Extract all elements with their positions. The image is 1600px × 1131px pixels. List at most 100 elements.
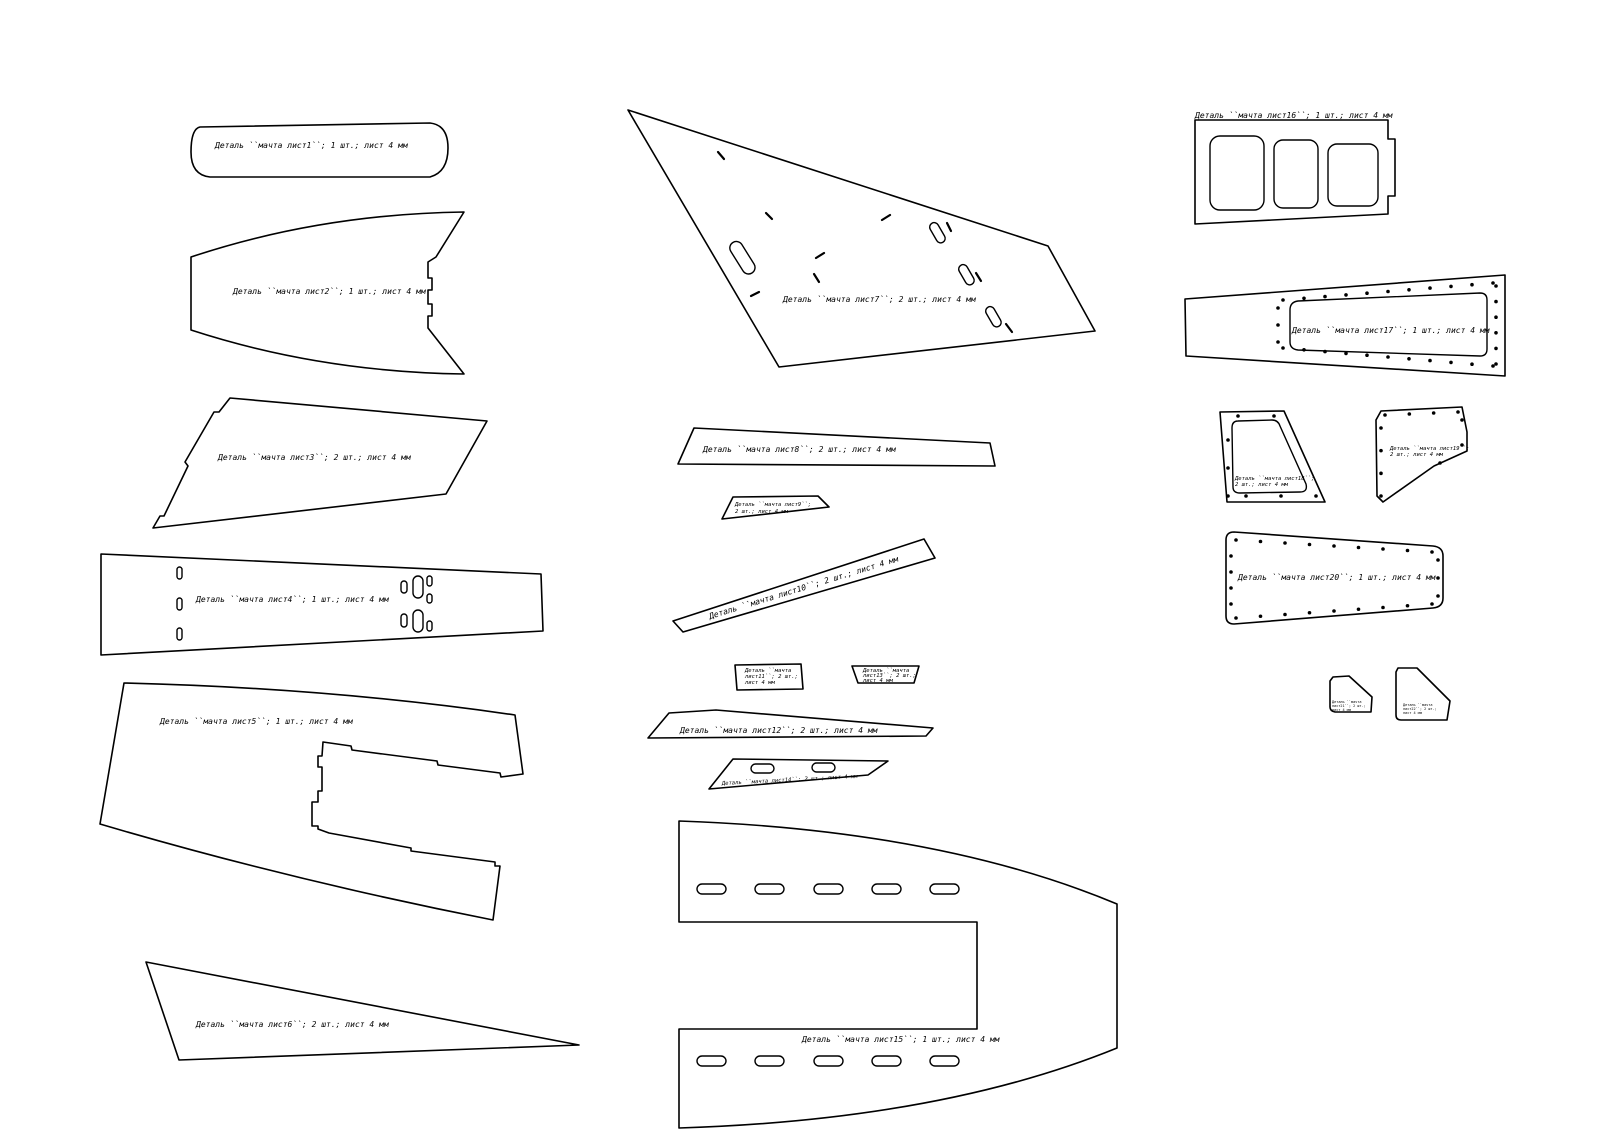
part-list22-label-2: лист22``; 2 шт.;: [1403, 707, 1437, 711]
part-list4: Деталь ``мачта лист4``; 1 шт.; лист 4 мм: [100, 553, 544, 656]
bolt-hole: [1344, 293, 1348, 297]
bolt-hole: [1356, 607, 1361, 612]
part-list5-label: Деталь ``мачта лист5``; 1 шт.; лист 4 мм: [159, 716, 354, 726]
bolt-hole: [1314, 494, 1318, 498]
bolt-hole: [1407, 357, 1411, 361]
bolt-hole: [1226, 466, 1230, 470]
part-list21-label-1: Деталь ``мачта: [1332, 700, 1362, 704]
part-list14-label: Деталь ``мачта лист14``; 2 шт.; лист 4 м…: [721, 774, 859, 787]
bolt-hole: [1379, 471, 1383, 476]
bolt-hole: [1281, 346, 1285, 350]
bolt-hole: [1379, 448, 1383, 453]
bolt-hole: [1279, 494, 1283, 498]
part-list21: Деталь ``мачта лист21``; 2 шт.; лист 4 м…: [1329, 675, 1373, 713]
bolt-hole: [1456, 410, 1460, 414]
bolt-hole: [1494, 315, 1498, 320]
part-list16: Деталь ``мачта лист16``; 1 шт.; лист 4 м…: [1194, 110, 1396, 225]
part-list6-label: Деталь ``мачта лист6``; 2 шт.; лист 4 мм: [195, 1019, 390, 1029]
bolt-hole: [1302, 296, 1306, 301]
part-list16-label: Деталь ``мачта лист16``; 1 шт.; лист 4 м…: [1194, 110, 1394, 120]
part-list10: Деталь ``мачта лист10``; 2 шт.; лист 4 м…: [672, 538, 936, 633]
bolt-hole: [1494, 284, 1498, 288]
part-list21-label-2: лист21``; 2 шт.;: [1332, 704, 1366, 708]
part-list19: Деталь ``мачта лист19``; 2 шт.; лист 4 м…: [1375, 406, 1469, 503]
part-list9-label-1: Деталь ``мачта лист9``;: [734, 502, 811, 508]
bolt-hole: [1491, 281, 1495, 285]
part-list3-label: Деталь ``мачта лист3``; 2 шт.; лист 4 мм: [217, 452, 412, 462]
bolt-hole: [1381, 547, 1385, 551]
bolt-hole: [1332, 544, 1336, 548]
bolt-hole: [1494, 346, 1498, 351]
part-list3: Деталь ``мачта лист3``; 2 шт.; лист 4 мм: [152, 397, 488, 529]
part-list6: Деталь ``мачта лист6``; 2 шт.; лист 4 мм: [145, 961, 580, 1061]
bolt-hole: [1323, 349, 1327, 354]
bolt-hole: [1258, 539, 1263, 544]
part-list1-label: Деталь ``мачта лист1``; 1 шт.; лист 4 мм: [214, 140, 409, 150]
bolt-hole: [1365, 291, 1369, 296]
part-list21-label-3: лист 4 мм: [1332, 708, 1352, 712]
part-list13-label-3: лист 4 мм: [862, 678, 893, 684]
part-list12: Деталь ``мачта лист12``; 2 шт.; лист 4 м…: [647, 709, 934, 739]
bolt-hole: [1449, 284, 1453, 289]
bolt-hole: [1494, 299, 1498, 304]
part-list19-label-1: Деталь ``мачта лист19``;: [1389, 446, 1469, 452]
bolt-hole: [1407, 288, 1411, 292]
part-list2: Деталь ``мачта лист2``; 1 шт.; лист 4 мм: [190, 211, 465, 375]
part-list17: Деталь ``мачта лист17``; 1 шт.; лист 4 м…: [1184, 274, 1506, 377]
bolt-hole: [1491, 364, 1495, 368]
part-list11: Деталь ``мачта лист11``; 2 шт.; лист 4 м…: [734, 663, 804, 691]
part-list2-label: Деталь ``мачта лист2``; 1 шт.; лист 4 мм: [232, 286, 427, 296]
part-list7-label: Деталь ``мачта лист7``; 2 шт.; лист 4 мм: [782, 294, 977, 304]
bolt-hole: [1470, 362, 1474, 367]
part-list15-label: Деталь ``мачта лист15``; 1 шт.; лист 4 м…: [801, 1034, 1001, 1044]
bolt-hole: [1379, 494, 1383, 498]
bolt-hole: [1449, 360, 1453, 365]
bolt-hole: [1436, 558, 1440, 562]
bolt-hole: [1283, 541, 1287, 545]
part-list20-label: Деталь ``мачта лист20``; 1 шт.; лист 4 м…: [1237, 572, 1437, 582]
bolt-hole: [1428, 358, 1432, 363]
bolt-hole: [1234, 538, 1238, 542]
bolt-hole: [1386, 355, 1390, 359]
bolt-hole: [1276, 306, 1280, 310]
bolt-hole: [1428, 286, 1432, 290]
bolt-hole: [1438, 461, 1442, 465]
bolt-hole: [1272, 414, 1276, 418]
part-list12-label: Деталь ``мачта лист12``; 2 шт.; лист 4 м…: [679, 725, 879, 735]
part-list11-label-1: Деталь ``мачта: [744, 668, 791, 674]
bolt-hole: [1234, 616, 1238, 620]
bolt-hole: [1430, 550, 1434, 554]
bolt-hole: [1405, 603, 1410, 608]
bolt-hole: [1460, 443, 1464, 447]
part-list17-label: Деталь ``мачта лист17``; 1 шт.; лист 4 м…: [1291, 325, 1491, 335]
bolt-hole: [1276, 340, 1280, 344]
bolt-hole: [1470, 282, 1474, 287]
part-list13-label-2: лист13``; 2 шт.;: [862, 673, 916, 679]
bolt-hole: [1281, 298, 1285, 302]
part-list9: Деталь ``мачта лист9``; 2 шт.; лист 4 мм: [721, 495, 830, 520]
part-list13: Деталь ``мачта лист13``; 2 шт.; лист 4 м…: [851, 665, 920, 684]
bolt-hole: [1407, 412, 1412, 416]
part-list11-label-2: лист11``; 2 шт.;: [744, 674, 798, 680]
part-list13-label-1: Деталь ``мачта: [862, 668, 909, 674]
part-list14: Деталь ``мачта лист14``; 2 шт.; лист 4 м…: [708, 758, 889, 790]
bolt-hole: [1244, 494, 1248, 498]
part-list22: Деталь ``мачта лист22``; 2 шт.; лист 4 м…: [1395, 667, 1451, 721]
bolt-hole: [1229, 570, 1233, 574]
bolt-hole: [1226, 494, 1230, 498]
bolt-hole: [1365, 353, 1369, 358]
part-list9-label-2: 2 шт.; лист 4 мм: [735, 509, 789, 515]
bolt-hole: [1323, 294, 1327, 299]
part-list15: Деталь ``мачта лист15``; 1 шт.; лист 4 м…: [678, 820, 1118, 1129]
bolt-hole: [1494, 362, 1498, 366]
part-list20: Деталь ``мачта лист20``; 1 шт.; лист 4 м…: [1225, 531, 1444, 625]
bolt-hole: [1307, 610, 1312, 615]
bolt-hole: [1276, 323, 1280, 327]
bolt-hole: [1436, 594, 1440, 598]
bolt-hole: [1383, 413, 1387, 417]
part-list11-label-3: лист 4 мм: [744, 680, 775, 686]
bolt-hole: [1405, 548, 1410, 553]
bolt-hole: [1436, 576, 1440, 580]
part-list22-label-3: лист 4 мм: [1403, 711, 1423, 715]
